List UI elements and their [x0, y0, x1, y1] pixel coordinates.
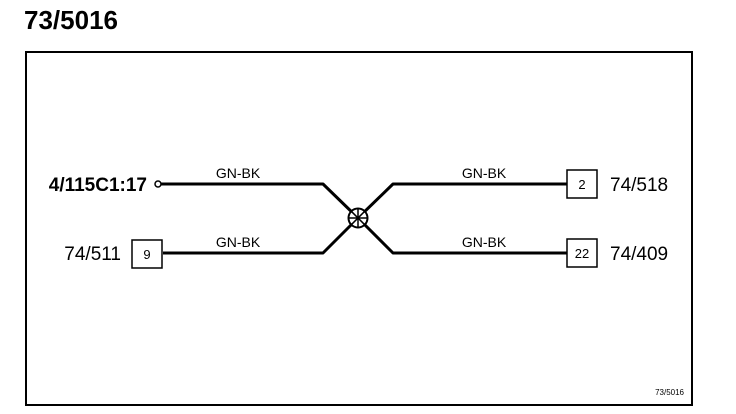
connector-left-top-label: 4/115C1:17 — [49, 175, 147, 196]
wire-left-bottom — [163, 216, 360, 255]
connector-right-top-label: 74/518 — [610, 175, 668, 196]
wire-left-top — [161, 182, 360, 220]
pin-right-top: 2 — [578, 177, 585, 192]
pin-box-right-top — [566, 169, 598, 199]
pin-box-left-bottom — [131, 239, 163, 269]
wire-right-top — [356, 182, 567, 220]
wire-color-right-bottom: GN-BK — [462, 234, 507, 250]
pin-left-bottom: 9 — [143, 247, 150, 262]
page-title: 73/5016 — [24, 5, 118, 35]
wire-color-left-top: GN-BK — [216, 165, 261, 181]
wire-right-bottom — [356, 216, 567, 255]
wire-color-right-top: GN-BK — [462, 165, 507, 181]
terminal-ring-icon — [154, 180, 162, 188]
diagram-frame — [25, 51, 693, 406]
diagram-ref-code: 73/5016 — [655, 388, 684, 397]
pin-right-bottom: 22 — [575, 246, 589, 261]
splice-icon — [347, 207, 369, 229]
pin-box-right-bottom — [566, 238, 598, 268]
connector-left-bottom-label: 74/511 — [64, 244, 121, 265]
wire-color-left-bottom: GN-BK — [216, 234, 261, 250]
connector-right-bottom-label: 74/409 — [610, 244, 668, 265]
